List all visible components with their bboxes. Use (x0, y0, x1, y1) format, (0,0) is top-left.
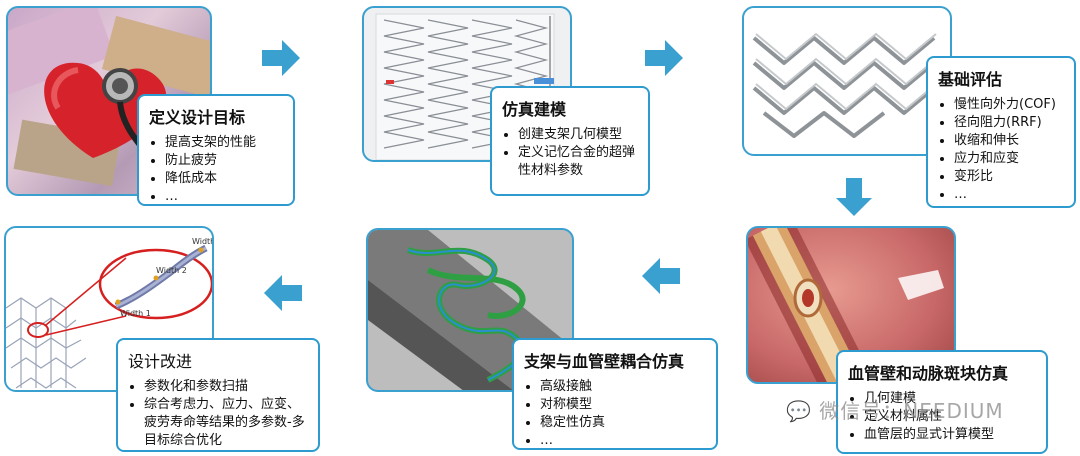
list-item: 应力和应变 (954, 150, 1064, 168)
arrow-right-icon (262, 40, 300, 76)
list-item: 参数化和参数扫描 (144, 378, 308, 396)
list-item: 降低成本 (165, 170, 283, 188)
card-simulation-modeling: 仿真建模 创建支架几何模型 定义记忆合金的超弹性材料参数 (490, 86, 650, 196)
arrow-left-icon (264, 275, 302, 311)
list-item: 防止疲劳 (165, 152, 283, 170)
list-item: 定义记忆合金的超弹性材料参数 (518, 144, 638, 180)
list-item: 慢性向外力(COF) (954, 96, 1064, 114)
image-heart-stethoscope (6, 6, 212, 196)
list-item: 收缩和伸长 (954, 132, 1064, 150)
list-item: 稳定性仿真 (540, 414, 706, 432)
arrow-left-icon (642, 258, 680, 294)
card-title: 支架与血管壁耦合仿真 (524, 352, 685, 371)
card-stent-vessel-coupling: 支架与血管壁耦合仿真 高级接触 对称模型 稳定性仿真 … (512, 338, 718, 450)
list-item: 高级接触 (540, 378, 706, 396)
list-item: 创建支架几何模型 (518, 126, 638, 144)
design-detail-illustration: Width 1 Width 2 Width (6, 237, 214, 389)
stent-3d-illustration (752, 32, 937, 138)
width1-label: Width 1 (120, 309, 151, 318)
width3-label: Width (192, 237, 214, 246)
card-define-goals: 定义设计目标 提高支架的性能 防止疲劳 降低成本 … (137, 94, 295, 206)
list-item: … (165, 188, 283, 206)
card-title: 基础评估 (938, 70, 1003, 89)
list-item: 径向阻力(RRF) (954, 114, 1064, 132)
list-item: 对称模型 (540, 396, 706, 414)
card-basic-evaluation: 基础评估 慢性向外力(COF) 径向阻力(RRF) 收缩和伸长 应力和应变 变形… (926, 56, 1076, 208)
card-vessel-plaque-simulation: 血管壁和动脉斑块仿真 几何建模 定义材料属性 血管层的显式计算模型 (836, 350, 1048, 454)
arrow-down-icon (836, 178, 872, 216)
list-item: 提高支架的性能 (165, 134, 283, 152)
image-design-detail: Width 1 Width 2 Width (4, 226, 214, 392)
image-stent-3d (742, 6, 952, 156)
card-title: 仿真建模 (502, 100, 567, 119)
list-item: 变形比 (954, 168, 1064, 186)
arrow-right-icon (645, 40, 683, 76)
list-item: 几何建模 (864, 390, 1036, 408)
card-design-improvement: 设计改进 参数化和参数扫描 综合考虑力、应力、应变、疲劳寿命等结果的多参数-多目… (116, 338, 320, 452)
heart-illustration (8, 8, 210, 194)
list-item: 血管层的显式计算模型 (864, 426, 1036, 444)
watermark: 💬 微信号：NEEDIUM (786, 395, 1004, 424)
list-item: 综合考虑力、应力、应变、疲劳寿命等结果的多参数-多目标综合优化 (144, 396, 308, 450)
card-title: 定义设计目标 (149, 108, 246, 127)
wechat-icon: 💬 (786, 399, 812, 423)
watermark-text: 微信号：NEEDIUM (819, 399, 1004, 423)
card-title: 设计改进 (128, 352, 193, 371)
list-item: … (954, 186, 1064, 204)
list-item: … (540, 432, 706, 450)
list-item: 定义材料属性 (864, 408, 1036, 426)
width2-label: Width 2 (156, 266, 187, 275)
vessel-illustration (748, 228, 944, 382)
card-title: 血管壁和动脉斑块仿真 (848, 364, 1009, 383)
